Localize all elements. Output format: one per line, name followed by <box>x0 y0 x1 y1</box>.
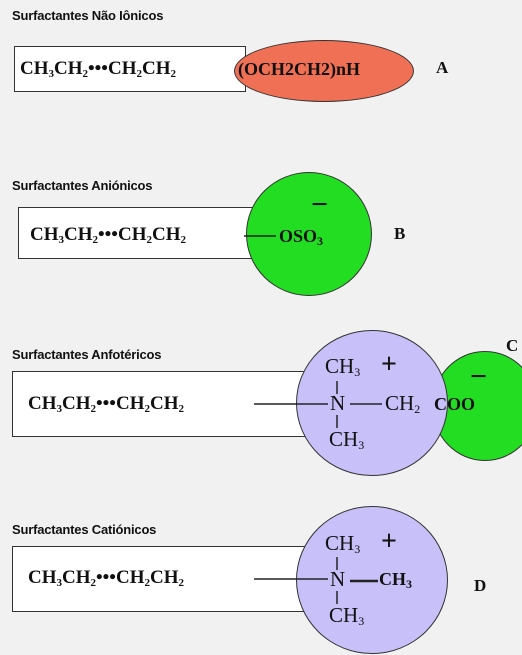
head-formula-a: (OCH2CH2)nH <box>238 59 361 79</box>
coo-c: COO <box>434 394 476 414</box>
chain-formula-c: CH3CH2•••CH2CH2 <box>28 393 184 415</box>
title-amphoteric: Surfactantes Anfotéricos <box>12 347 162 362</box>
ch3-right-d: CH3 <box>379 569 412 591</box>
negative-charge-b: − <box>311 188 329 221</box>
ch3-bottom-c: CH3 <box>329 427 365 452</box>
cation-head-c <box>296 330 448 476</box>
positive-charge-c: + <box>381 349 397 380</box>
label-d: D <box>474 576 487 595</box>
hydrophobic-tail-b <box>18 207 256 259</box>
ch3-bottom-d: CH3 <box>329 603 365 628</box>
chain-formula-d: CH3CH2•••CH2CH2 <box>28 567 184 589</box>
label-c: C <box>506 336 519 355</box>
title-nonionic: Surfactantes Não Iônicos <box>12 8 164 23</box>
label-b: B <box>394 224 406 243</box>
chain-formula-b: CH3CH2•••CH2CH2 <box>30 224 186 246</box>
nitrogen-c: N <box>330 391 346 415</box>
head-formula-b: OSO3 <box>279 226 324 248</box>
title-anionic: Surfactantes Aniónicos <box>12 178 153 193</box>
hydrophilic-head-a <box>234 40 414 102</box>
positive-charge-d: + <box>381 526 397 557</box>
label-a: A <box>436 58 449 77</box>
chain-formula-a: CH3CH2•••CH2CH2 <box>20 58 176 80</box>
nitrogen-d: N <box>330 567 346 591</box>
hydrophilic-head-b <box>246 172 372 296</box>
negative-charge-c: − <box>470 360 488 393</box>
ch3-top-d: CH3 <box>325 531 361 556</box>
ch2-c: CH2 <box>385 391 421 416</box>
ch3-top-c: CH3 <box>325 354 361 379</box>
title-cationic: Surfactantes Catiónicos <box>12 522 157 537</box>
